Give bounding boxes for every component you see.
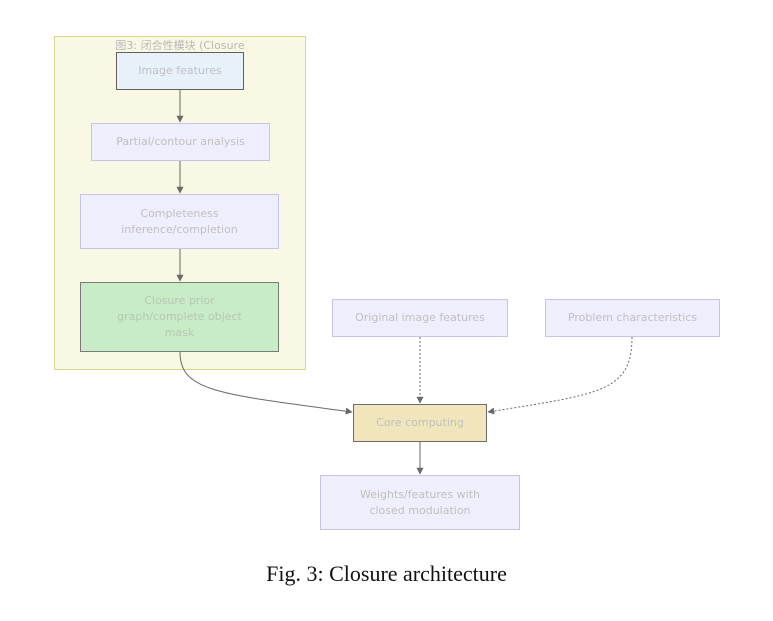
node-weights-features-label: Weights/features with closed modulation [359, 487, 481, 517]
node-closure-prior-label: Closure prior graph/complete object mask [117, 294, 242, 339]
node-original-features-label: Original image features [355, 311, 485, 324]
node-image-features: Image features [116, 52, 244, 90]
node-completeness-inference: Completeness inference/completion [80, 194, 279, 249]
node-original-image-features: Original image features [332, 299, 508, 337]
node-image-features-label: Image features [138, 64, 222, 77]
edge-closure-to-core [179, 351, 353, 415]
closure-module-title: 图3: 闭合性模块 (Closure [115, 39, 245, 52]
node-completeness-label: Completeness inference/completion [121, 206, 238, 236]
node-partial-contour-analysis: Partial/contour analysis [91, 123, 270, 161]
node-core-computing-label: Core computing [376, 416, 464, 429]
figure-caption: Fig. 3: Closure architecture [266, 561, 507, 586]
node-partial-contour-label: Partial/contour analysis [116, 135, 245, 148]
node-core-computing: Core computing [353, 404, 487, 442]
node-closure-prior: Closure prior graph/complete object mask [80, 282, 279, 352]
edge-problem-to-core [487, 336, 633, 415]
node-problem-characteristics-label: Problem characteristics [567, 311, 698, 324]
node-problem-characteristics: Problem characteristics [545, 299, 720, 337]
node-weights-features: Weights/features with closed modulation [320, 475, 520, 530]
